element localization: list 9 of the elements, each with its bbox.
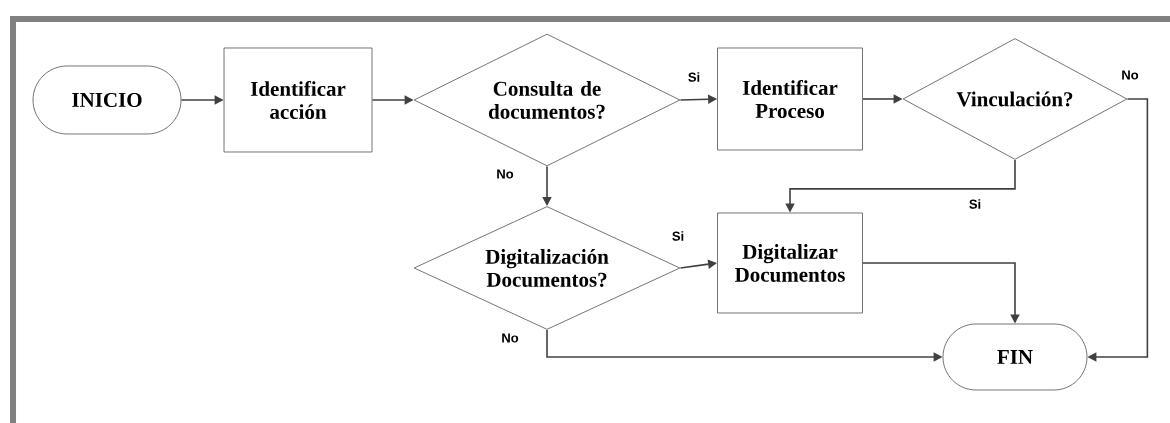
edge-label: Si — [686, 71, 702, 83]
edge-label: No — [495, 168, 515, 180]
edge-label: No — [1120, 69, 1140, 81]
process-box: Identificar acción — [223, 47, 373, 153]
edge-label: Si — [967, 198, 983, 210]
process-box: Digitalizar Documentos — [717, 212, 863, 314]
edge-label: No — [500, 332, 520, 344]
process-box: Identificar Proceso — [717, 47, 863, 151]
arrow — [542, 165, 552, 206]
